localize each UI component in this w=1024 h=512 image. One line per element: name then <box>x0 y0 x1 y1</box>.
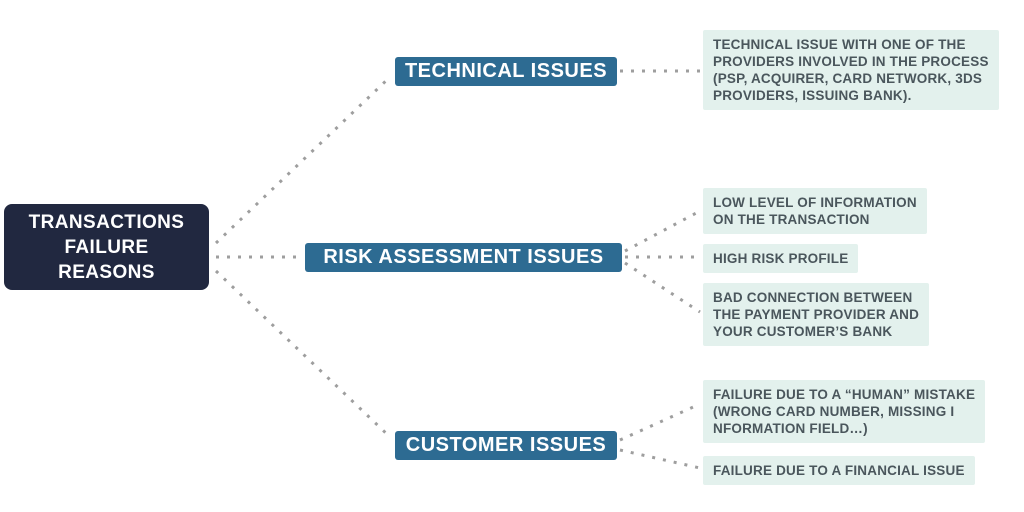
detail-box-low-information: LOW LEVEL OF INFORMATION ON THE TRANSACT… <box>703 188 927 234</box>
detail-text: LOW LEVEL OF INFORMATION ON THE TRANSACT… <box>713 195 917 227</box>
detail-text: BAD CONNECTION BETWEEN THE PAYMENT PROVI… <box>713 290 920 339</box>
detail-box-human-mistake: FAILURE DUE TO A “HUMAN” MISTAKE (WRONG … <box>703 380 986 443</box>
connector-customer-detail-2 <box>619 448 701 470</box>
root-label: TRANSACTIONS FAILURE REASONS <box>28 211 185 283</box>
detail-box-financial-issue: FAILURE DUE TO A FINANCIAL ISSUE <box>703 456 975 485</box>
branch-label-technical: TECHNICAL ISSUES <box>404 60 608 82</box>
detail-box-technical-provider-issue: TECHNICAL ISSUE WITH ONE OF THE PROVIDER… <box>703 30 999 110</box>
branch-label-customer: CUSTOMER ISSUES <box>405 434 607 456</box>
branch-node-risk-assessment-issues: RISK ASSESSMENT ISSUES <box>305 243 622 272</box>
branch-label-risk: RISK ASSESSMENT ISSUES <box>323 246 604 268</box>
root-node: TRANSACTIONS FAILURE REASONS <box>4 204 209 290</box>
detail-text: TECHNICAL ISSUE WITH ONE OF THE PROVIDER… <box>713 37 989 103</box>
detail-text: FAILURE DUE TO A “HUMAN” MISTAKE (WRONG … <box>713 387 976 436</box>
branch-node-customer-issues: CUSTOMER ISSUES <box>395 431 617 460</box>
detail-box-high-risk-profile: HIGH RISK PROFILE <box>703 244 859 273</box>
connector-risk-detail-3 <box>624 261 701 314</box>
detail-text: FAILURE DUE TO A FINANCIAL ISSUE <box>713 463 965 478</box>
detail-box-bad-connection: BAD CONNECTION BETWEEN THE PAYMENT PROVI… <box>703 283 930 346</box>
connector-root-customer <box>214 269 392 439</box>
branch-node-technical-issues: TECHNICAL ISSUES <box>395 57 617 86</box>
connector-root-technical <box>214 75 392 245</box>
detail-text: HIGH RISK PROFILE <box>713 251 849 266</box>
connector-customer-detail-1 <box>619 402 701 442</box>
connector-risk-detail-1 <box>624 209 701 253</box>
